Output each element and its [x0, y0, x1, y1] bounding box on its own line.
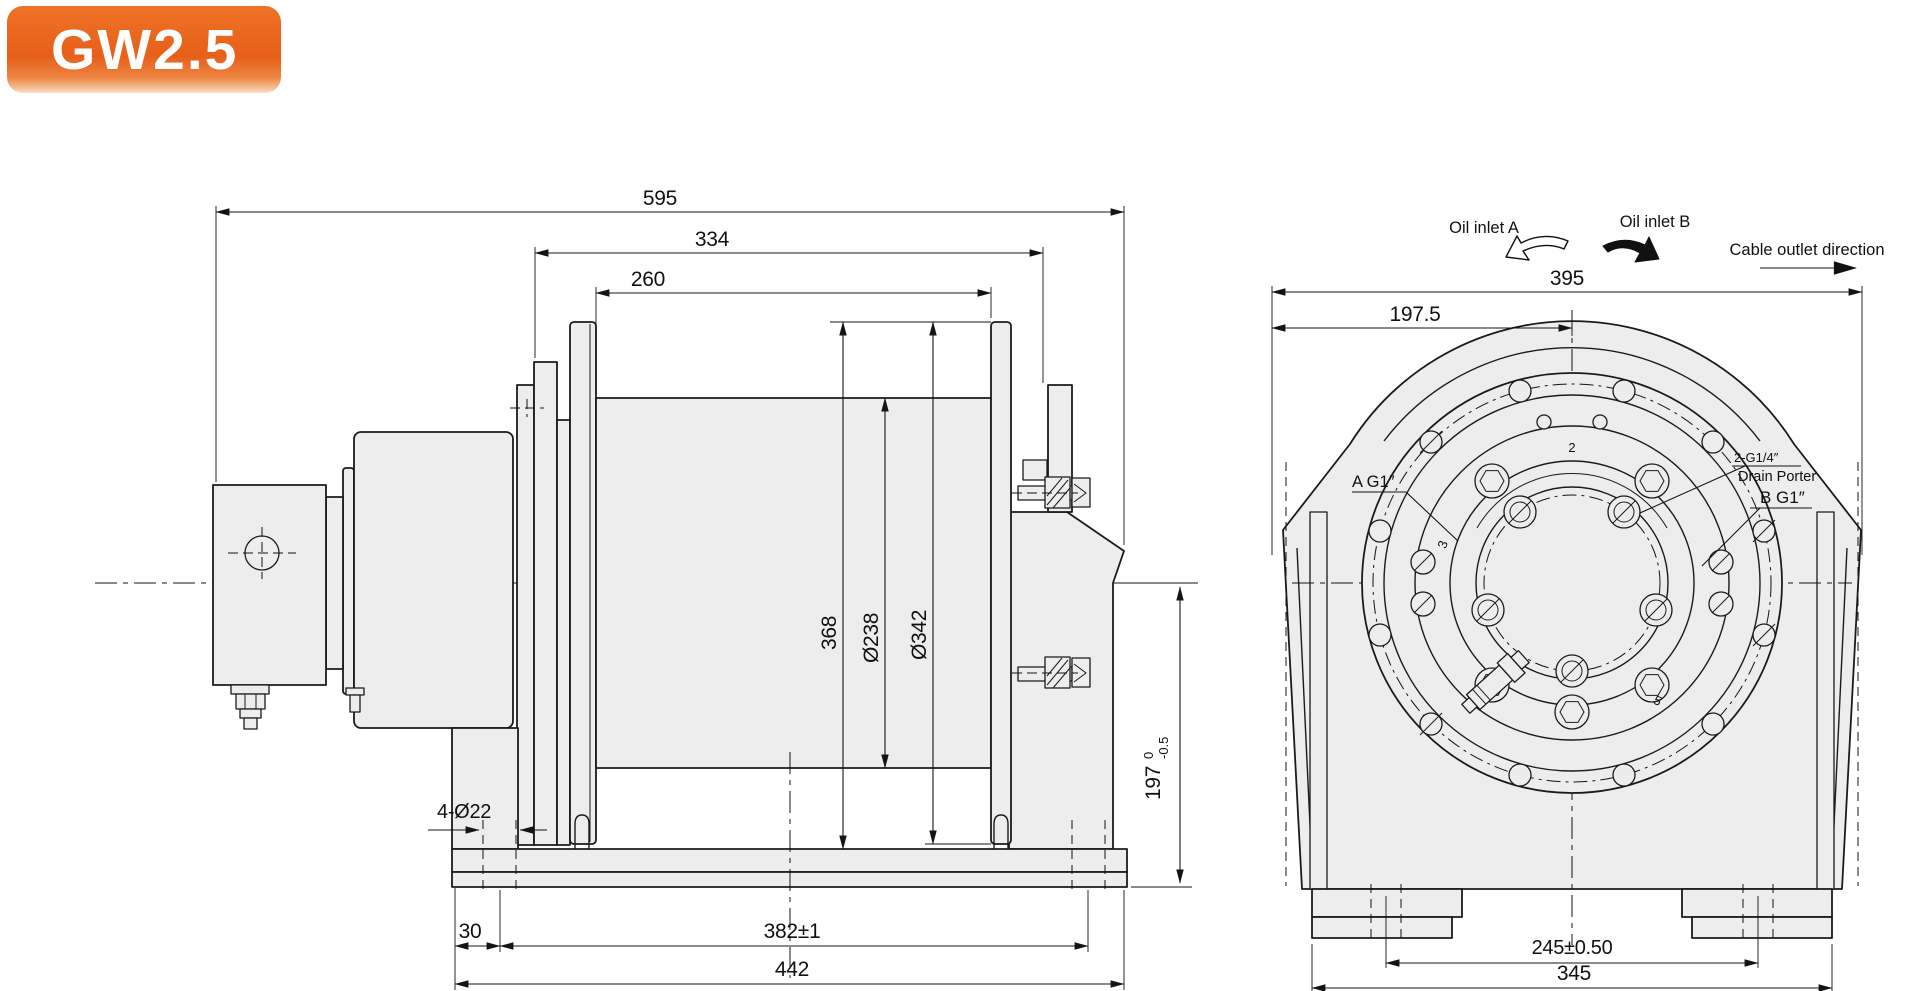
face-screws: [1410, 414, 1734, 617]
cast-mark-3: 3: [1434, 539, 1451, 551]
housing-hidden-edges: [1285, 462, 1859, 886]
mount-hole-hidden-lines: [482, 820, 1106, 892]
right-view-foot-left: [1311, 888, 1463, 918]
oil-inlet-b-arrow-icon: [1602, 236, 1660, 263]
dim-overall-width: 395: [1550, 267, 1584, 290]
base-slot-right: [993, 814, 1009, 849]
dim-overall-length: 595: [643, 187, 677, 210]
right-view-foot-right-pad: [1691, 916, 1833, 939]
motor-port-centerline: [228, 527, 296, 579]
brake-housing-step-1: [516, 384, 535, 846]
motor-coupling-ring: [325, 496, 344, 670]
model-badge-label: GW2.5: [51, 17, 239, 82]
dim-drum-diameter: Ø238: [860, 613, 883, 663]
dim-overall-height: 368: [818, 616, 841, 650]
bearing-flange-inner: [1383, 394, 1761, 772]
port-b-label: B G1″: [1760, 488, 1805, 507]
gearbox-bell-housing: [353, 431, 514, 729]
right-view-foot-right: [1681, 888, 1833, 918]
brake-housing-step-3: [556, 419, 571, 846]
gearbox-bottom-bolt: [345, 687, 365, 713]
bearing-flange-outer: [1361, 372, 1783, 794]
dim-flange-diameter: Ø342: [908, 610, 931, 660]
dim-half-width: 197.5: [1389, 303, 1440, 326]
dim-hole-offset: 30: [459, 920, 482, 943]
flange-bolt-holes: [1368, 379, 1776, 787]
dim-axis-height-group: 197 0 -0.5: [1141, 737, 1171, 800]
dim-base-length: 442: [775, 958, 809, 981]
tensioner-bolt: [1461, 649, 1530, 714]
cast-mark-2: 2: [1568, 440, 1575, 455]
drum-barrel: [595, 397, 992, 769]
left-foot-plate: [451, 727, 519, 850]
oil-inlet-a-arrow-icon: [1505, 235, 1569, 261]
drum-flange-right: [990, 321, 1012, 845]
foot-hole-hidden-lines: [1370, 884, 1774, 944]
drain-ports-label: 2-G1/4″: [1734, 450, 1779, 465]
cable-outlet-label: Cable outlet direction: [1729, 241, 1884, 259]
dim-mount-hole-spacing: 245±0.50: [1532, 937, 1613, 959]
dim-housing-length: 334: [695, 228, 730, 251]
bolt-circle: [1372, 383, 1772, 783]
dim-axis-height: 197: [1142, 766, 1165, 800]
clamp-block: [1022, 459, 1048, 481]
oil-inlet-b-label: Oil inlet B: [1620, 213, 1691, 231]
gearbox-ring: [342, 467, 355, 695]
base-slot-left: [574, 814, 590, 849]
oil-inlet-a-label: Oil inlet A: [1449, 219, 1519, 237]
clamp-bolt-upper: [1012, 476, 1091, 509]
dim-axis-height-upper-tol: 0: [1141, 752, 1156, 759]
tie-rod-right: [1816, 511, 1835, 890]
tie-rod-left: [1309, 511, 1328, 890]
right-view-foot-left-pad: [1311, 916, 1453, 939]
socket-bolts: [1471, 495, 1673, 688]
model-badge: GW2.5: [7, 6, 281, 93]
dim-base-width: 345: [1557, 962, 1591, 985]
clamp-bolt-lower: [1012, 656, 1091, 689]
dim-hole-spacing: 382±1: [764, 920, 821, 943]
dim-mount-holes: 4-Ø22: [437, 801, 491, 823]
motor-drain-fitting: [230, 684, 270, 730]
hydraulic-motor-body: [212, 484, 327, 686]
dim-axis-height-lower-tol: -0.5: [1156, 737, 1171, 759]
housing-inner-arc: [1383, 346, 1761, 442]
dim-drum-length: 260: [631, 268, 665, 291]
brake-housing-step-2: [533, 361, 558, 846]
drain-name-label: Drain Porter: [1738, 469, 1816, 485]
drum-flange-left: [569, 321, 597, 845]
bolt-center-mark: [510, 399, 544, 417]
face-detail-arc: [1476, 473, 1668, 529]
right-front-view: 2 3 5 A G1″ 2-G1/4″ Drain Porter B G1″ O…: [1271, 213, 1885, 991]
gear-face-edge: [1414, 425, 1730, 741]
port-a-label: A G1″: [1352, 473, 1395, 491]
left-side-view: 595 334 260 368 Ø238 Ø342 197: [95, 187, 1198, 990]
